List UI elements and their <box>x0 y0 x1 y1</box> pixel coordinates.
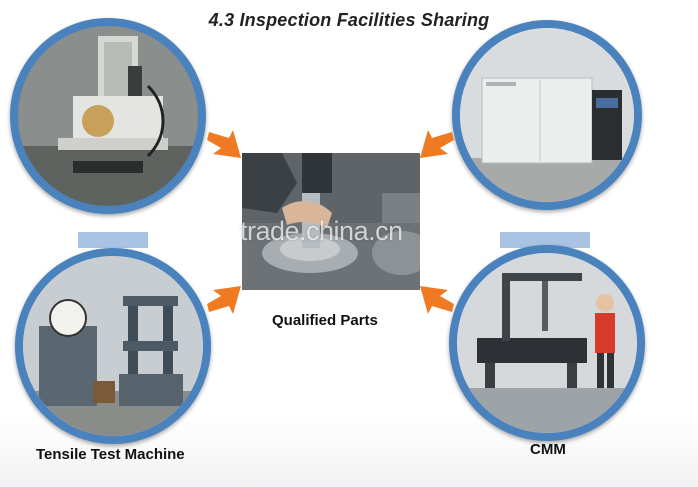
machining-circle <box>10 18 206 214</box>
cmm-circle <box>449 245 645 441</box>
tensile-machine-circle <box>15 248 211 444</box>
tensile-machine-photo <box>23 256 203 436</box>
arrow-from-bottom-left-icon <box>207 286 241 314</box>
machining-photo <box>18 26 198 206</box>
right-connector-bar <box>500 232 590 248</box>
spectrometer-illustration <box>460 28 634 202</box>
qualified-parts-label: Qualified Parts <box>272 312 378 329</box>
cmm-illustration <box>457 253 637 433</box>
watermark-text: trade.china.cn <box>240 216 403 246</box>
tensile-machine-illustration <box>23 256 203 436</box>
page-title: 4.3 Inspection Facilities Sharing <box>208 10 490 30</box>
spectrometer-circle <box>452 20 642 210</box>
cmm-photo <box>457 253 637 433</box>
tensile-test-machine-label: Tensile Test Machine <box>36 446 185 463</box>
left-connector-bar <box>78 232 148 248</box>
machining-illustration <box>18 26 198 206</box>
spectrometer-photo <box>460 28 634 202</box>
qualified-parts-photo <box>242 153 420 290</box>
arrow-from-bottom-right-icon <box>420 286 454 314</box>
arrow-from-top-left-icon <box>207 130 241 158</box>
cmm-label: CMM <box>530 441 566 458</box>
qualified-parts-illustration <box>242 153 420 290</box>
arrow-from-top-right-icon <box>420 130 454 158</box>
